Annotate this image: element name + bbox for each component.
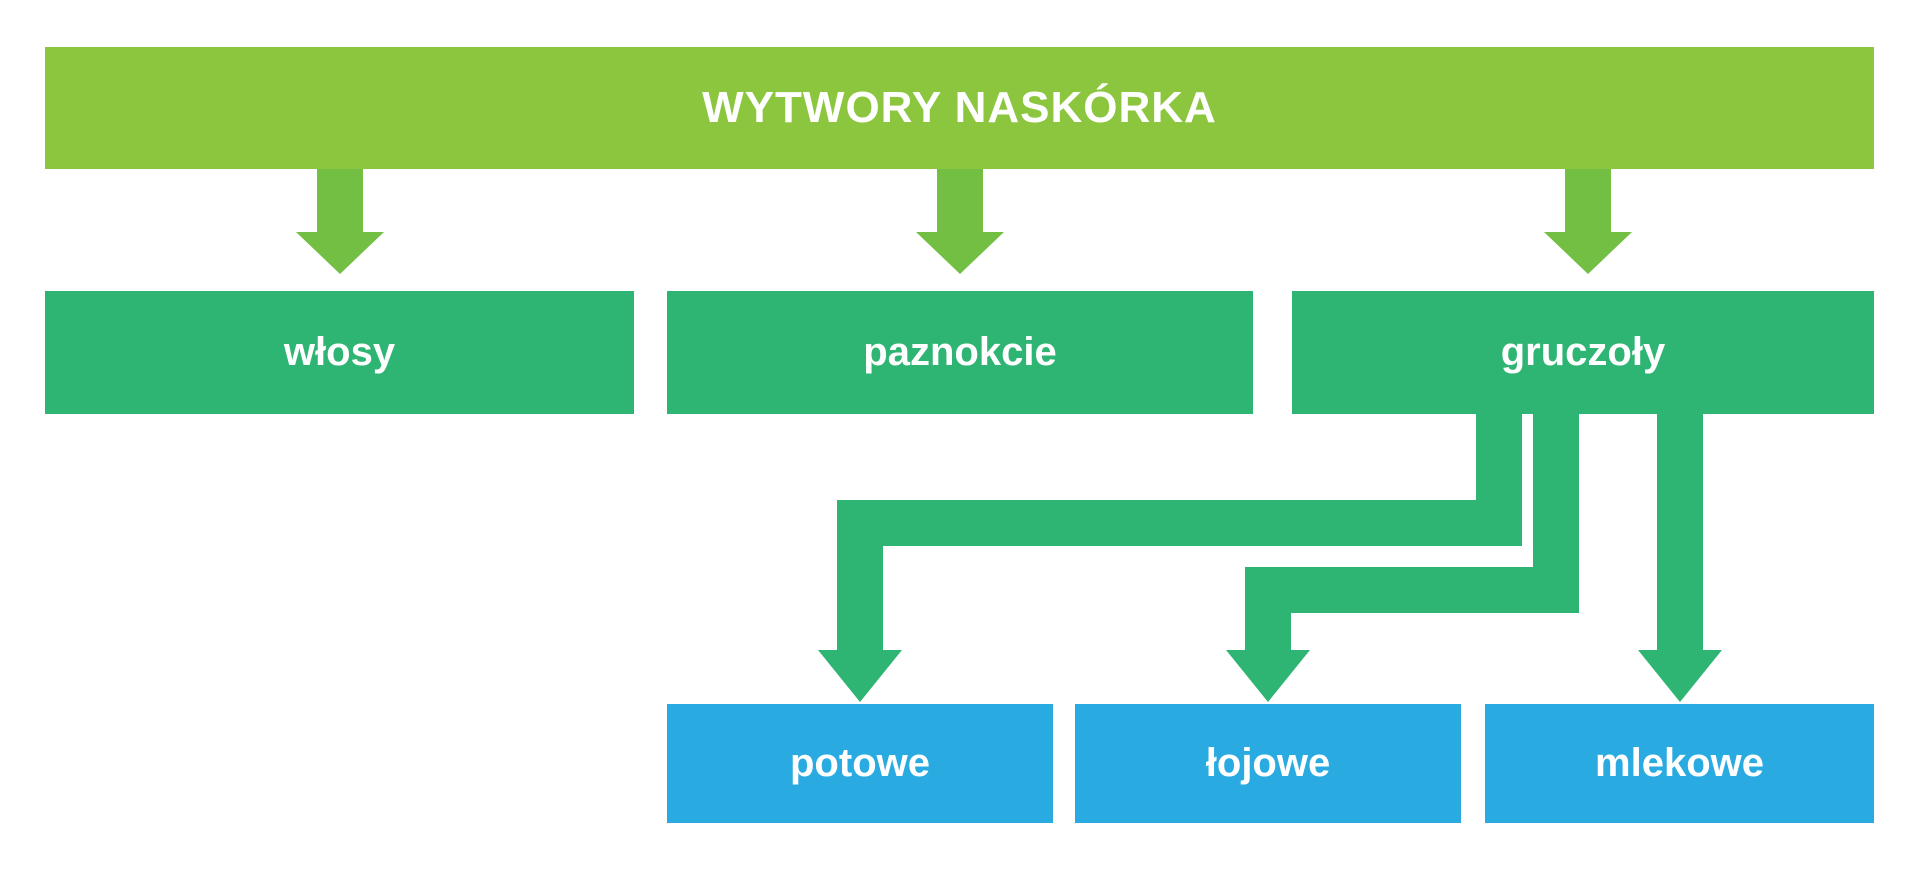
connector-gruczoly-lojowe-segment xyxy=(1245,567,1579,613)
down-arrow-to-wlosy-icon xyxy=(296,232,384,274)
node-mlekowe: mlekowe xyxy=(1485,704,1874,823)
connector-gruczoly-mlekowe-segment xyxy=(1657,414,1703,652)
connector-gruczoly-potowe-segment xyxy=(837,500,1522,546)
node-potowe-label: potowe xyxy=(790,741,930,785)
node-paznokcie: paznokcie xyxy=(667,291,1253,414)
down-arrow-to-lojowe-icon xyxy=(1226,650,1310,702)
connector-gruczoly-lojowe-segment xyxy=(1245,613,1291,652)
node-wlosy: włosy xyxy=(45,291,634,414)
root-node-wytwory-naskorka: WYTWORY NASKÓRKA xyxy=(45,47,1874,169)
node-wlosy-label: włosy xyxy=(283,330,396,374)
node-lojowe: łojowe xyxy=(1075,704,1461,823)
node-gruczoly-label: gruczoły xyxy=(1500,330,1666,374)
down-arrow-to-paznokcie-shaft xyxy=(937,169,983,233)
connector-gruczoly-potowe-segment xyxy=(837,546,883,652)
node-gruczoly: gruczoły xyxy=(1292,291,1874,414)
down-arrow-to-wlosy-shaft xyxy=(317,169,363,233)
root-node-label: WYTWORY NASKÓRKA xyxy=(702,83,1217,132)
down-arrow-to-gruczoly-icon xyxy=(1544,232,1632,274)
node-mlekowe-label: mlekowe xyxy=(1595,741,1764,785)
down-arrow-to-gruczoly-shaft xyxy=(1565,169,1611,233)
node-potowe: potowe xyxy=(667,704,1053,823)
node-lojowe-label: łojowe xyxy=(1205,741,1331,785)
down-arrow-to-paznokcie-icon xyxy=(916,232,1004,274)
node-paznokcie-label: paznokcie xyxy=(863,330,1057,374)
down-arrow-to-potowe-icon xyxy=(818,650,902,702)
down-arrow-to-mlekowe-icon xyxy=(1638,650,1722,702)
